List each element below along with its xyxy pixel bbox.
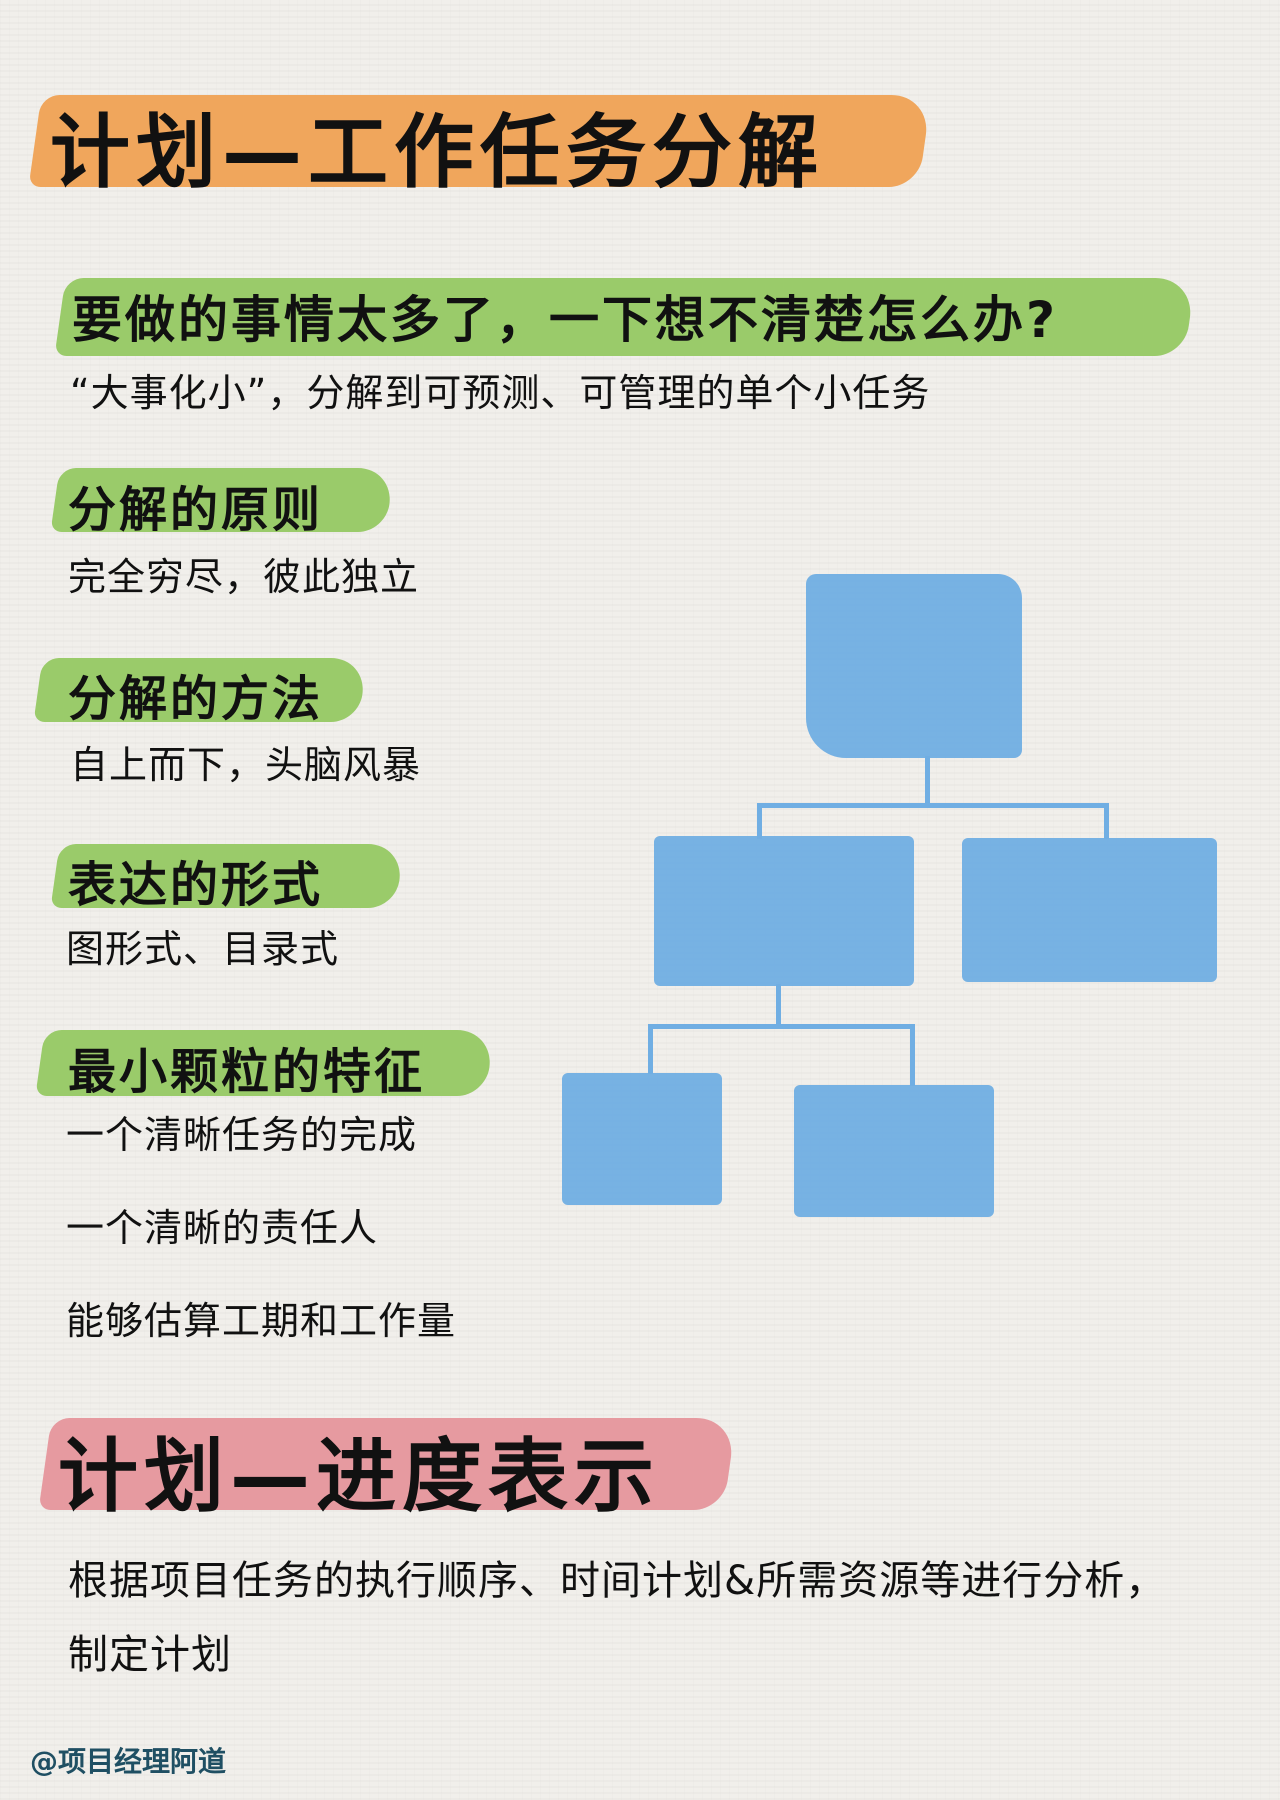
question-heading: 要做的事情太多了，一下想不清楚怎么办? — [72, 291, 1059, 349]
section-heading: 表达的形式 — [68, 857, 324, 913]
diagram-node-root — [806, 574, 1022, 758]
section-item: 能够估算工期和工作量 — [66, 1299, 457, 1343]
diagram-connector — [757, 803, 1109, 808]
diagram-connector — [1104, 803, 1109, 839]
section-item: 自上而下，头脑风暴 — [70, 743, 422, 787]
page-title: 计划—工作任务分解 — [50, 106, 824, 199]
diagram-node — [794, 1085, 994, 1217]
diagram-connector — [757, 803, 762, 839]
section-title: 计划—进度表示 — [58, 1430, 660, 1523]
section-item: 图形式、目录式 — [66, 927, 340, 971]
diagram-connector — [925, 756, 930, 808]
diagram-connector — [776, 984, 781, 1024]
section-heading: 分解的原则 — [68, 482, 324, 538]
section-heading: 最小颗粒的特征 — [68, 1044, 426, 1100]
paragraph-line: 根据项目任务的执行顺序、时间计划&所需资源等进行分析， — [68, 1558, 1167, 1604]
diagram-connector — [648, 1024, 653, 1074]
question-text: “大事化小”，分解到可预测、可管理的单个小任务 — [70, 371, 931, 415]
diagram-node — [962, 838, 1217, 982]
section-heading: 分解的方法 — [68, 671, 324, 727]
paragraph-line: 制定计划 — [68, 1632, 232, 1678]
author-handle: @项目经理阿道 — [30, 1745, 227, 1778]
diagram-connector — [648, 1024, 915, 1029]
diagram-connector — [910, 1024, 915, 1086]
diagram-node — [562, 1073, 722, 1205]
section-item: 一个清晰任务的完成 — [66, 1113, 418, 1157]
section-item: 完全穷尽，彼此独立 — [68, 555, 420, 599]
diagram-node — [654, 836, 914, 986]
section-item: 一个清晰的责任人 — [66, 1206, 379, 1250]
